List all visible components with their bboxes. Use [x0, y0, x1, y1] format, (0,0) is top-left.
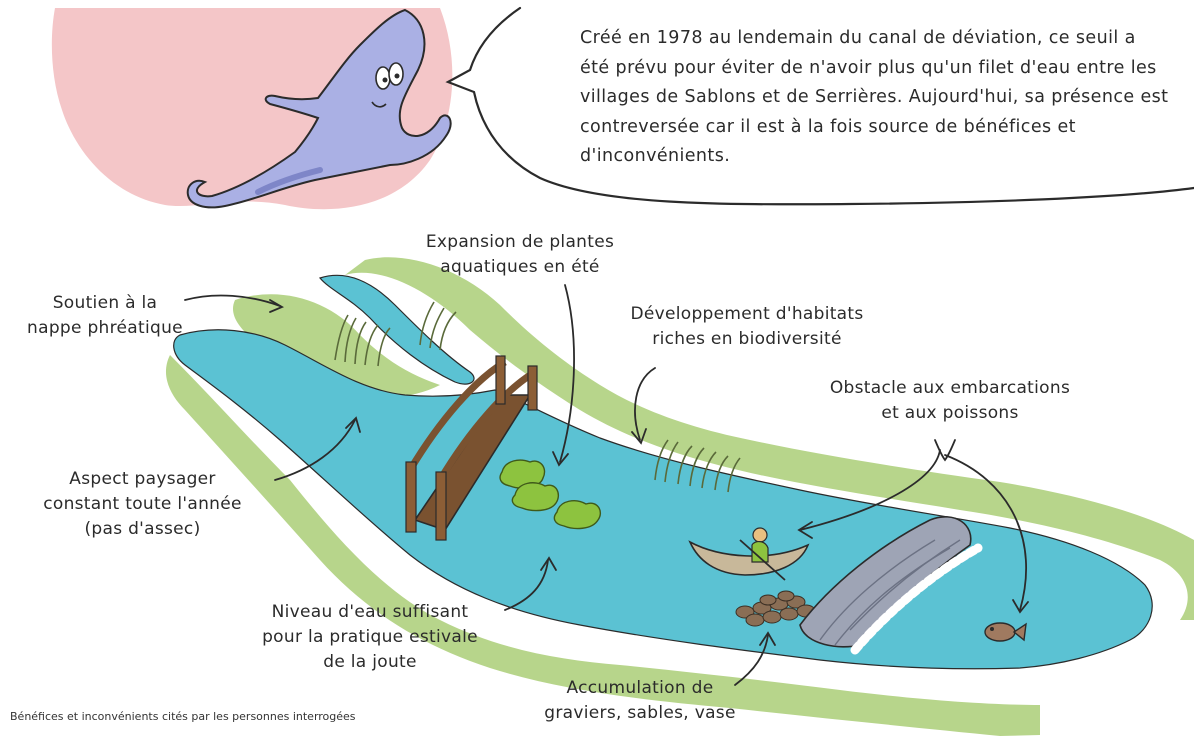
label-joute-line3: de la joute: [323, 652, 417, 672]
label-graviers: Accumulation de graviers, sables, vase: [520, 676, 760, 726]
label-obstacle: Obstacle aux embarcations et aux poisson…: [810, 376, 1090, 426]
island: [232, 294, 440, 397]
label-plantes-line1: Expansion de plantes: [425, 232, 615, 252]
label-paysage-line3: (pas d'assec): [84, 519, 201, 539]
footbridge: [405, 355, 538, 541]
label-obstacle-line2: et aux poissons: [881, 403, 1019, 423]
arrow-plantes: [559, 284, 575, 463]
arrow-joute: [504, 559, 549, 611]
arrow-graviers: [734, 634, 769, 686]
reeds-right: [654, 439, 741, 493]
label-joute-line2: pour la pratique estivale: [262, 627, 478, 647]
label-nappe-line1: Soutien à la: [52, 293, 158, 313]
footnote: Bénéfices et inconvénients cités par les…: [10, 710, 356, 723]
label-plantes: Expansion de plantes aquatiques en été: [405, 230, 635, 280]
label-paysage: Aspect paysager constant toute l'année (…: [20, 467, 265, 542]
label-joute-line1: Niveau d'eau suffisant: [271, 602, 469, 622]
aquatic-plants: [499, 459, 602, 530]
arrow-obstacle-fish: [944, 454, 1028, 611]
label-nappe-line2: nappe phréatique: [27, 318, 183, 338]
label-paysage-line1: Aspect paysager: [69, 469, 216, 489]
speech-text: Créé en 1978 au lendemain du canal de dé…: [580, 28, 1169, 166]
arrow-nappe: [184, 294, 281, 307]
annotation-arrows: [184, 284, 1029, 686]
arrow-paysage: [274, 419, 356, 481]
label-joute: Niveau d'eau suffisant pour la pratique …: [240, 600, 500, 675]
gravel-pile: [735, 590, 816, 627]
label-plantes-line2: aquatiques en été: [440, 257, 600, 277]
character-illustration: [186, 8, 452, 209]
label-nappe: Soutien à la nappe phréatique: [20, 291, 190, 341]
speech-bubble: [445, 6, 1194, 206]
label-graviers-line1: Accumulation de: [566, 678, 714, 698]
right-bank: [345, 257, 1194, 620]
label-paysage-line2: constant toute l'année: [43, 494, 242, 514]
left-bank: [165, 355, 1040, 736]
arrow-habitats: [634, 367, 656, 441]
reeds-left: [334, 301, 457, 367]
label-habitats-line1: Développement d'habitats: [630, 304, 864, 324]
label-obstacle-line1: Obstacle aux embarcations: [829, 378, 1071, 398]
label-graviers-line2: graviers, sables, vase: [544, 703, 736, 723]
weir: [799, 516, 983, 655]
label-habitats-line2: riches en biodiversité: [652, 329, 842, 349]
canoe-illustration: [688, 527, 810, 581]
side-channel: [318, 274, 475, 385]
arrow-obstacle-boat: [799, 449, 941, 531]
fish-illustration: [984, 622, 1027, 642]
label-habitats: Développement d'habitats riches en biodi…: [612, 302, 882, 352]
